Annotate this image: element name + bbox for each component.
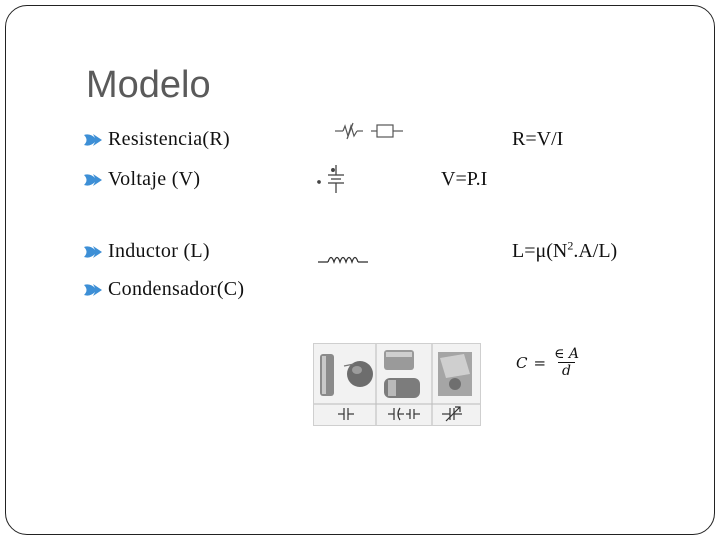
formula-inductor-prefix: L=μ(N [512,240,568,262]
formula-inductor-suffix: .A/L) [573,240,618,262]
bullet-condensador: Condensador(C) [82,278,244,301]
inductor-coil-icon [318,256,368,265]
slide: Modelo Resistencia(R) Voltaje (V) Induct… [5,5,715,535]
formula-cap-numerator: ∈ A [554,346,579,362]
bullet-arrow-icon [84,173,102,186]
bullet-label: Voltaje (V) [108,168,201,190]
battery-symbol-icon [317,165,344,193]
formula-voltage: V=P.I [441,168,488,190]
capacitor-photos-image [313,343,481,426]
bullet-arrow-icon [84,133,102,146]
bullet-voltaje: Voltaje (V) [82,168,200,191]
bullet-inductor: Inductor (L) [82,240,210,263]
bullet-label: Inductor (L) [108,240,210,262]
formula-cap-fraction: ∈ A d [552,346,581,379]
formula-cap-denominator: d [558,362,576,379]
bullet-arrow-icon [84,245,102,258]
resistor-symbol-icon [335,122,403,140]
bullet-label: Resistencia(R) [108,128,230,150]
formula-inductor-exponent: 2 [567,238,574,253]
formula-cap-lhs: C [516,353,528,372]
bullet-label: Condensador(C) [108,278,245,300]
slide-title: Modelo [86,64,211,106]
formula-resistance: R=V/I [512,128,564,150]
formula-cap-equals: = [533,353,547,372]
formula-inductor: L=μ(N2.A/L) [512,238,618,263]
formula-capacitance: C = ∈ A d [516,346,581,379]
bullet-arrow-icon [84,283,102,296]
bullet-resistencia: Resistencia(R) [82,128,230,151]
